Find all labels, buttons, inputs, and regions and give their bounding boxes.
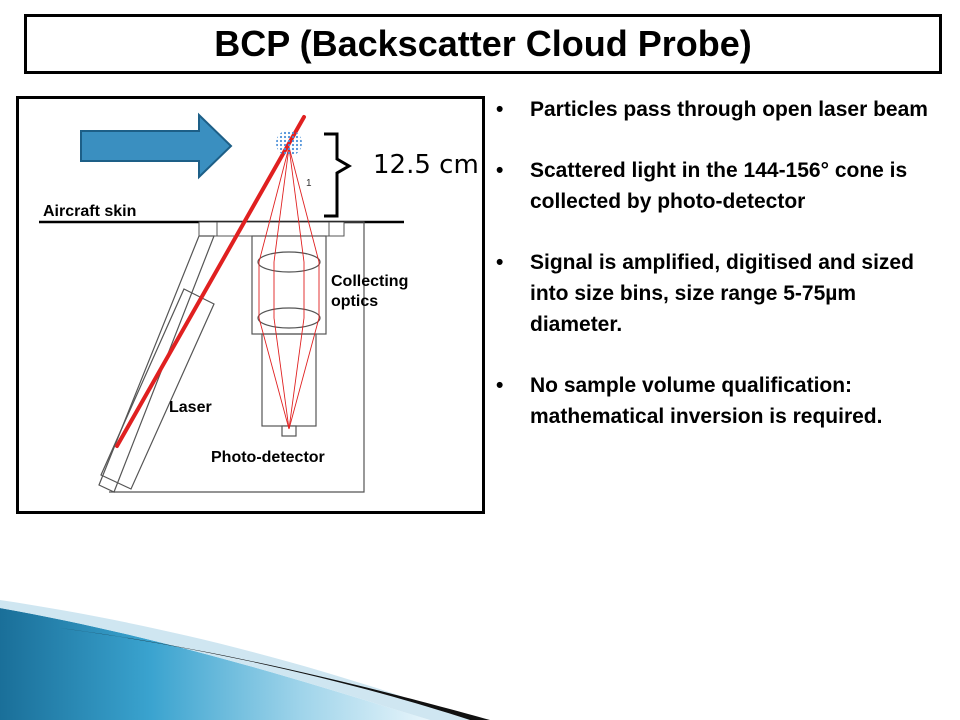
bullet-glyph: • [496, 251, 504, 274]
laser-label: Laser [169, 399, 212, 416]
scale-bracket [324, 132, 352, 218]
collecting-optics-label-1: Collecting [331, 273, 408, 290]
diagram-frame: Aircraft skin [16, 96, 485, 514]
flow-arrow-icon [80, 112, 233, 180]
laser-beam [115, 115, 306, 448]
swoosh-dark-stroke [60, 628, 490, 720]
bullet-glyph: • [496, 98, 504, 121]
slide-title: BCP (Backscatter Cloud Probe) [214, 23, 752, 64]
bullet-item: • Signal is amplified, digitised and size… [496, 247, 951, 340]
scatter-rays [258, 146, 320, 430]
laser-body [100, 288, 215, 490]
laser-housing [98, 235, 215, 493]
collecting-optics-label-2: optics [331, 293, 378, 310]
housing-outline [109, 221, 365, 493]
swoosh-blue [0, 608, 430, 720]
particle-icon [276, 130, 302, 156]
small-mark: 1 [306, 178, 312, 189]
bullet-item: • Particles pass through open laser beam [496, 94, 951, 125]
bullet-text: No sample volume qualification: mathemat… [530, 374, 883, 428]
bullet-text: Signal is amplified, digitised and sized… [530, 251, 914, 336]
bullet-item: • Scattered light in the 144-156° cone is… [496, 155, 951, 217]
swoosh-light [0, 600, 470, 720]
bullet-glyph: • [496, 374, 504, 397]
bullet-text: Scattered light in the 144-156° cone is … [530, 159, 908, 213]
scale-label: 12.5 cm [373, 150, 479, 180]
title-box: BCP (Backscatter Cloud Probe) [24, 14, 942, 74]
bullet-text: Particles pass through open laser beam [530, 98, 928, 121]
bcp-diagram: Aircraft skin [39, 112, 408, 493]
bullet-list: •Particles pass through open laser beam … [496, 94, 951, 462]
bullet-glyph: • [496, 159, 504, 182]
lens-upper [257, 251, 321, 273]
photodetector-label: Photo-detector [211, 449, 325, 466]
aircraft-skin-label: Aircraft skin [43, 203, 136, 220]
lens-lower [257, 307, 321, 329]
bullet-item: • No sample volume qualification: mathema… [496, 370, 951, 432]
